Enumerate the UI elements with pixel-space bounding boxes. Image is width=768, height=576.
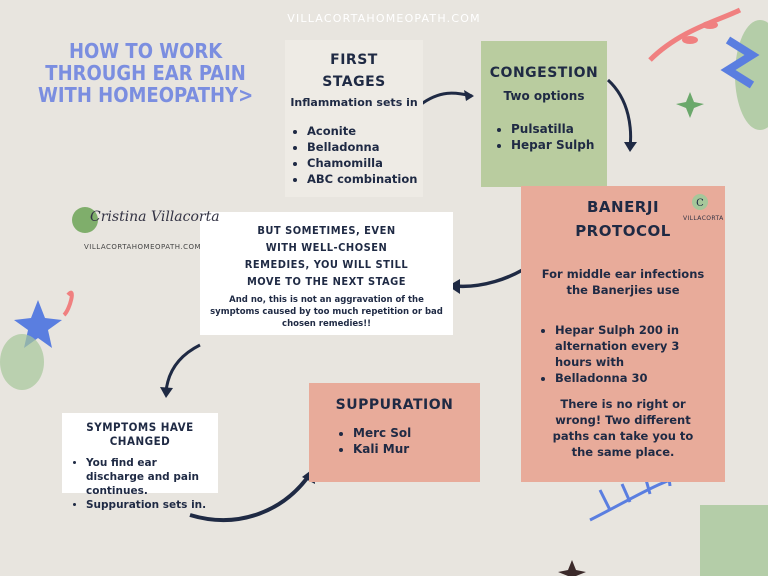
congestion-subtitle: Two options <box>503 89 585 103</box>
signature-name: Cristina Villacorta <box>90 209 220 225</box>
pink-petal <box>702 21 718 29</box>
list-item: Pulsatilla <box>511 121 607 137</box>
arrowhead <box>448 279 460 294</box>
list-item: Belladonna <box>307 139 423 155</box>
symptoms-list: You find ear discharge and pain continue… <box>62 456 218 512</box>
arrow-congestion-to-banerji <box>606 78 633 149</box>
list-item: Belladonna 30 <box>555 370 711 386</box>
blue-star <box>14 300 62 348</box>
banerji-box: BANERJI PROTOCOL For middle ear infectio… <box>521 186 725 482</box>
next-stage-box: BUT SOMETIMES, EVEN WITH WELL-CHOSEN REM… <box>200 212 453 335</box>
next-stage-heading: BUT SOMETIMES, EVEN WITH WELL-CHOSEN REM… <box>244 224 409 288</box>
list-item: Hepar Sulph <box>511 137 607 153</box>
list-item: Aconite <box>307 123 423 139</box>
suppuration-box: SUPPURATION Merc Sol Kali Mur <box>309 383 480 482</box>
blue-zigzag <box>720 36 760 89</box>
pink-petal <box>682 36 698 44</box>
symptoms-changed-box: SYMPTOMS HAVE CHANGED You find ear disch… <box>62 413 218 511</box>
signature-block: Cristina Villacorta VILLACORTAHOMEOPATH.… <box>72 205 220 255</box>
pink-leaf <box>62 290 74 317</box>
dark-star <box>558 560 586 576</box>
congestion-heading: CONGESTION <box>489 65 599 81</box>
banerji-intro: For middle ear infections the Banerjies … <box>541 267 705 297</box>
list-item: Suppuration sets in. <box>86 498 212 512</box>
green-blob <box>0 334 44 390</box>
arrowhead <box>624 142 637 152</box>
list-item: Chamomilla <box>307 155 423 171</box>
suppuration-list: Merc Sol Kali Mur <box>309 425 480 457</box>
green-star <box>676 92 704 118</box>
list-item: Hepar Sulph 200 in alternation every 3 h… <box>555 322 711 370</box>
arrow-sometimes-to-symptoms <box>164 343 201 393</box>
arrowhead <box>160 387 173 398</box>
arrow-symptoms-to-suppuration <box>189 472 312 523</box>
congestion-box: CONGESTION Two options Pulsatilla Hepar … <box>481 41 607 187</box>
site-url: VILLACORTAHOMEOPATH.COM <box>287 12 481 25</box>
next-stage-note: And no, this is not an aggravation of th… <box>210 295 443 329</box>
banerji-list: Hepar Sulph 200 in alternation every 3 h… <box>521 322 725 386</box>
villacorta-logo: C VILLACORTA <box>683 193 724 223</box>
congestion-list: Pulsatilla Hepar Sulph <box>481 121 607 153</box>
list-item: Kali Mur <box>353 441 480 457</box>
symptoms-heading: SYMPTOMS HAVE CHANGED <box>86 420 194 448</box>
svg-text:C: C <box>696 198 704 209</box>
arrowhead <box>464 90 474 101</box>
first-stages-list: Aconite Belladonna Chamomilla ABC combin… <box>285 123 423 187</box>
banerji-heading-2: PROTOCOL <box>575 222 671 240</box>
blue-fern-leaf <box>598 469 672 511</box>
pink-leaf <box>648 7 742 62</box>
first-stages-heading-1: FIRST <box>330 52 378 68</box>
signature-site: VILLACORTAHOMEOPATH.COM <box>84 243 202 251</box>
logo-icon: C <box>692 194 708 210</box>
page-title: HOW TO WORK THROUGH EAR PAIN WITH HOMEOP… <box>38 39 254 107</box>
green-shape <box>700 505 768 576</box>
list-item: ABC combination <box>307 171 423 187</box>
banerji-note: There is no right or wrong! Two differen… <box>552 397 694 459</box>
first-stages-subtitle: Inflammation sets in <box>290 96 418 109</box>
logo-text: VILLACORTA <box>683 215 724 222</box>
banerji-heading-1: BANERJI <box>586 198 660 216</box>
suppuration-heading: SUPPURATION <box>335 397 454 413</box>
first-stages-heading-2: STAGES <box>322 74 386 90</box>
list-item: You find ear discharge and pain continue… <box>86 456 212 498</box>
first-stages-box: FIRST STAGES Inflammation sets in Aconit… <box>285 40 423 197</box>
signature-blob <box>72 207 98 233</box>
list-item: Merc Sol <box>353 425 480 441</box>
arrow-first-to-congestion <box>419 91 473 107</box>
